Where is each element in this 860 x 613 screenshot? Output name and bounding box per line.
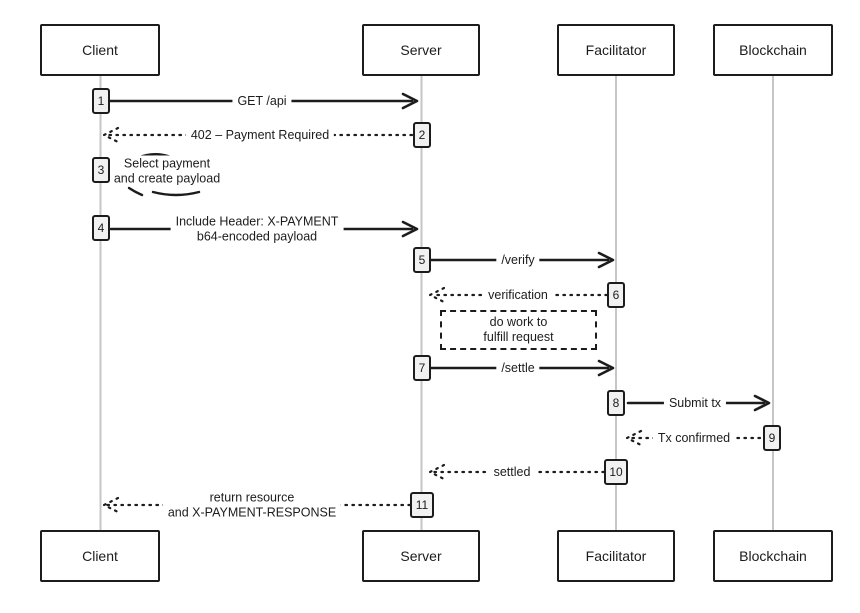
actor-label: Server xyxy=(400,548,442,564)
actor-bottom-facilitator: Facilitator xyxy=(557,530,675,582)
seq-number-7: 7 xyxy=(413,355,431,381)
message-11-label: return resource and X-PAYMENT-RESPONSE xyxy=(162,489,342,521)
actor-top-server: Server xyxy=(362,24,480,76)
message-6-dotted-arrowhead xyxy=(428,286,446,304)
message-11-dotted-arrowhead xyxy=(102,496,120,514)
message-10-dotted-arrowhead xyxy=(428,463,446,481)
hand-drawn-swash-bottom-icon xyxy=(151,190,201,197)
message-9-dotted-arrowhead xyxy=(625,429,643,447)
seq-number-2: 2 xyxy=(413,122,431,148)
message-1-arrowhead xyxy=(401,92,419,110)
seq-number-5: 5 xyxy=(413,247,431,273)
message-8-arrowhead xyxy=(753,394,771,412)
seq-number-4: 4 xyxy=(92,215,110,241)
message-7-label: /settle xyxy=(496,359,540,377)
message-4-arrowhead xyxy=(401,220,419,238)
message-2-label: 402 – Payment Required xyxy=(185,126,335,144)
message-9-label: Tx confirmed xyxy=(652,429,736,447)
actor-bottom-client: Client xyxy=(40,530,160,582)
seq-number-3: 3 xyxy=(92,157,110,183)
message-8-label: Submit tx xyxy=(663,394,727,412)
message-7-arrowhead xyxy=(597,359,615,377)
seq-number-8: 8 xyxy=(607,390,625,416)
do-work-note: do work to fulfill request xyxy=(440,310,597,350)
actor-label: Facilitator xyxy=(585,42,647,58)
message-3-note: Select payment and create payload xyxy=(108,155,226,187)
actor-top-blockchain: Blockchain xyxy=(713,24,833,76)
actor-top-client: Client xyxy=(40,24,160,76)
actor-label: Client xyxy=(82,548,118,564)
message-5-arrowhead xyxy=(597,251,615,269)
do-work-note-line1: do work to xyxy=(489,315,548,329)
actor-label: Server xyxy=(400,42,442,58)
message-4-label-line1: Include Header: X-PAYMENT xyxy=(175,214,339,229)
actor-top-facilitator: Facilitator xyxy=(557,24,675,76)
actor-bottom-server: Server xyxy=(362,530,480,582)
actor-bottom-blockchain: Blockchain xyxy=(713,530,833,582)
message-4-label-line2: b64-encoded payload xyxy=(196,229,318,243)
actor-label: Facilitator xyxy=(585,548,647,564)
hand-drawn-swash-comma-icon xyxy=(127,186,144,197)
message-11-label-line1: return resource xyxy=(209,490,295,505)
seq-number-11: 11 xyxy=(410,492,434,518)
message-10-label: settled xyxy=(488,463,536,481)
message-3-note-line1: Select payment xyxy=(123,156,211,171)
do-work-note-line2: fulfill request xyxy=(483,330,554,344)
message-4-label: Include Header: X-PAYMENT b64-encoded pa… xyxy=(170,213,344,245)
message-1-label: GET /api xyxy=(232,92,292,110)
message-3-note-line2: and create payload xyxy=(113,171,221,185)
actor-label: Blockchain xyxy=(739,548,807,564)
message-6-label: verification xyxy=(483,286,553,304)
seq-number-9: 9 xyxy=(763,425,781,451)
seq-number-6: 6 xyxy=(607,282,625,308)
seq-number-10: 10 xyxy=(604,459,628,485)
message-2-dotted-arrowhead xyxy=(102,126,120,144)
message-11-label-line2: and X-PAYMENT-RESPONSE xyxy=(167,505,337,519)
actor-label: Client xyxy=(82,42,118,58)
actor-label: Blockchain xyxy=(739,42,807,58)
seq-number-1: 1 xyxy=(92,88,110,114)
message-5-label: /verify xyxy=(496,251,540,269)
